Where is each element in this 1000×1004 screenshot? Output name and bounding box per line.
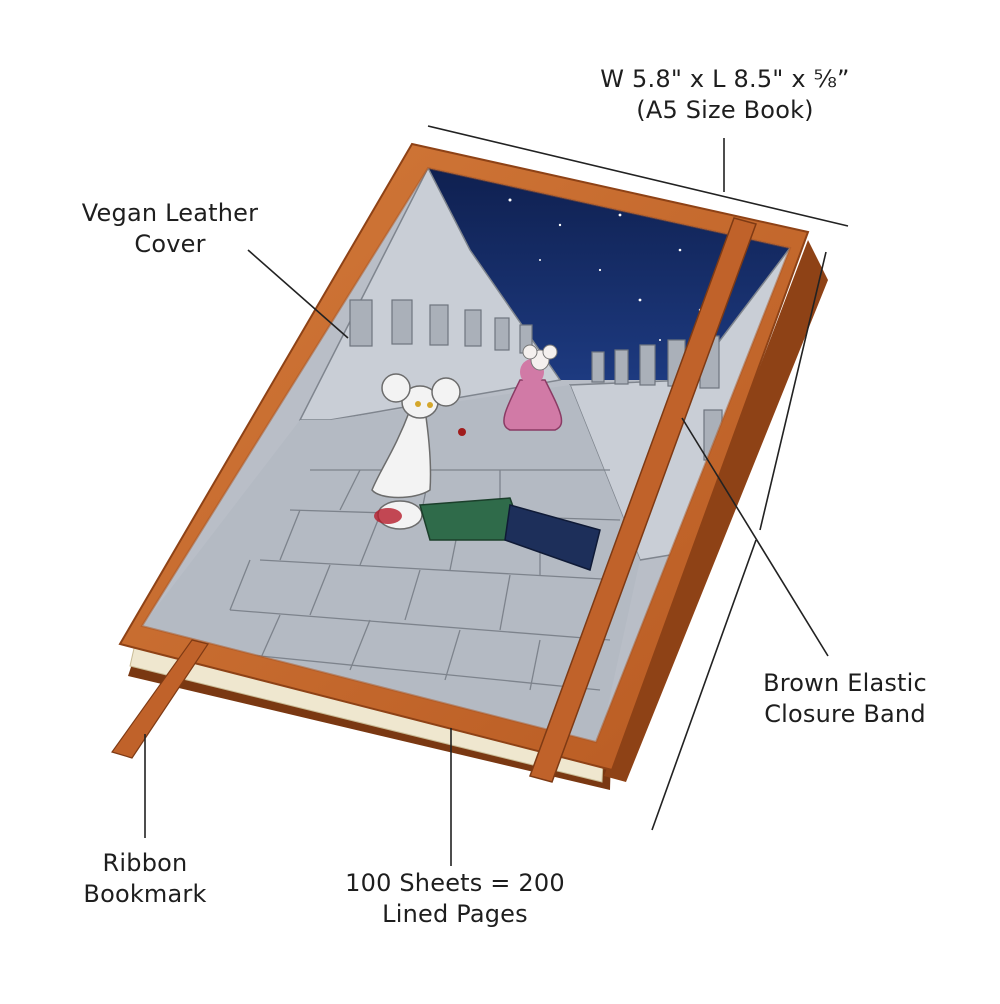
cover-label: Vegan Leather Cover [40, 198, 300, 260]
ribbon-line-1: Ribbon [102, 849, 188, 877]
closure-band-label: Brown Elastic Closure Band [720, 668, 970, 730]
cobblestone-street [142, 385, 640, 742]
ribbon-label: Ribbon Bookmark [40, 848, 250, 910]
closure-line-1: Brown Elastic [763, 669, 927, 697]
dimension-lines [427, 125, 849, 831]
white-mouse-standing [371, 373, 466, 499]
ribbon-bookmark [111, 639, 209, 759]
book-spine [604, 240, 828, 782]
cover-line-2: Cover [134, 230, 206, 258]
pages-line-2: Lined Pages [382, 900, 528, 928]
dimensions-line-1: W 5.8" x L 8.5" x ⅝” [600, 65, 850, 93]
dimensions-line-2: (A5 Size Book) [636, 96, 814, 124]
pages-label: 100 Sheets = 200 Lined Pages [310, 868, 600, 930]
pages-line-1: 100 Sheets = 200 [345, 869, 565, 897]
ribbon-line-2: Bookmark [83, 880, 207, 908]
dimensions-label: W 5.8" x L 8.5" x ⅝” (A5 Size Book) [560, 64, 890, 126]
callout-lines [144, 249, 829, 866]
mouse-in-dress [503, 344, 563, 431]
fallen-figure [374, 497, 601, 571]
elastic-band [529, 217, 757, 783]
cover-line-1: Vegan Leather [81, 199, 259, 227]
closure-line-2: Closure Band [764, 700, 926, 728]
